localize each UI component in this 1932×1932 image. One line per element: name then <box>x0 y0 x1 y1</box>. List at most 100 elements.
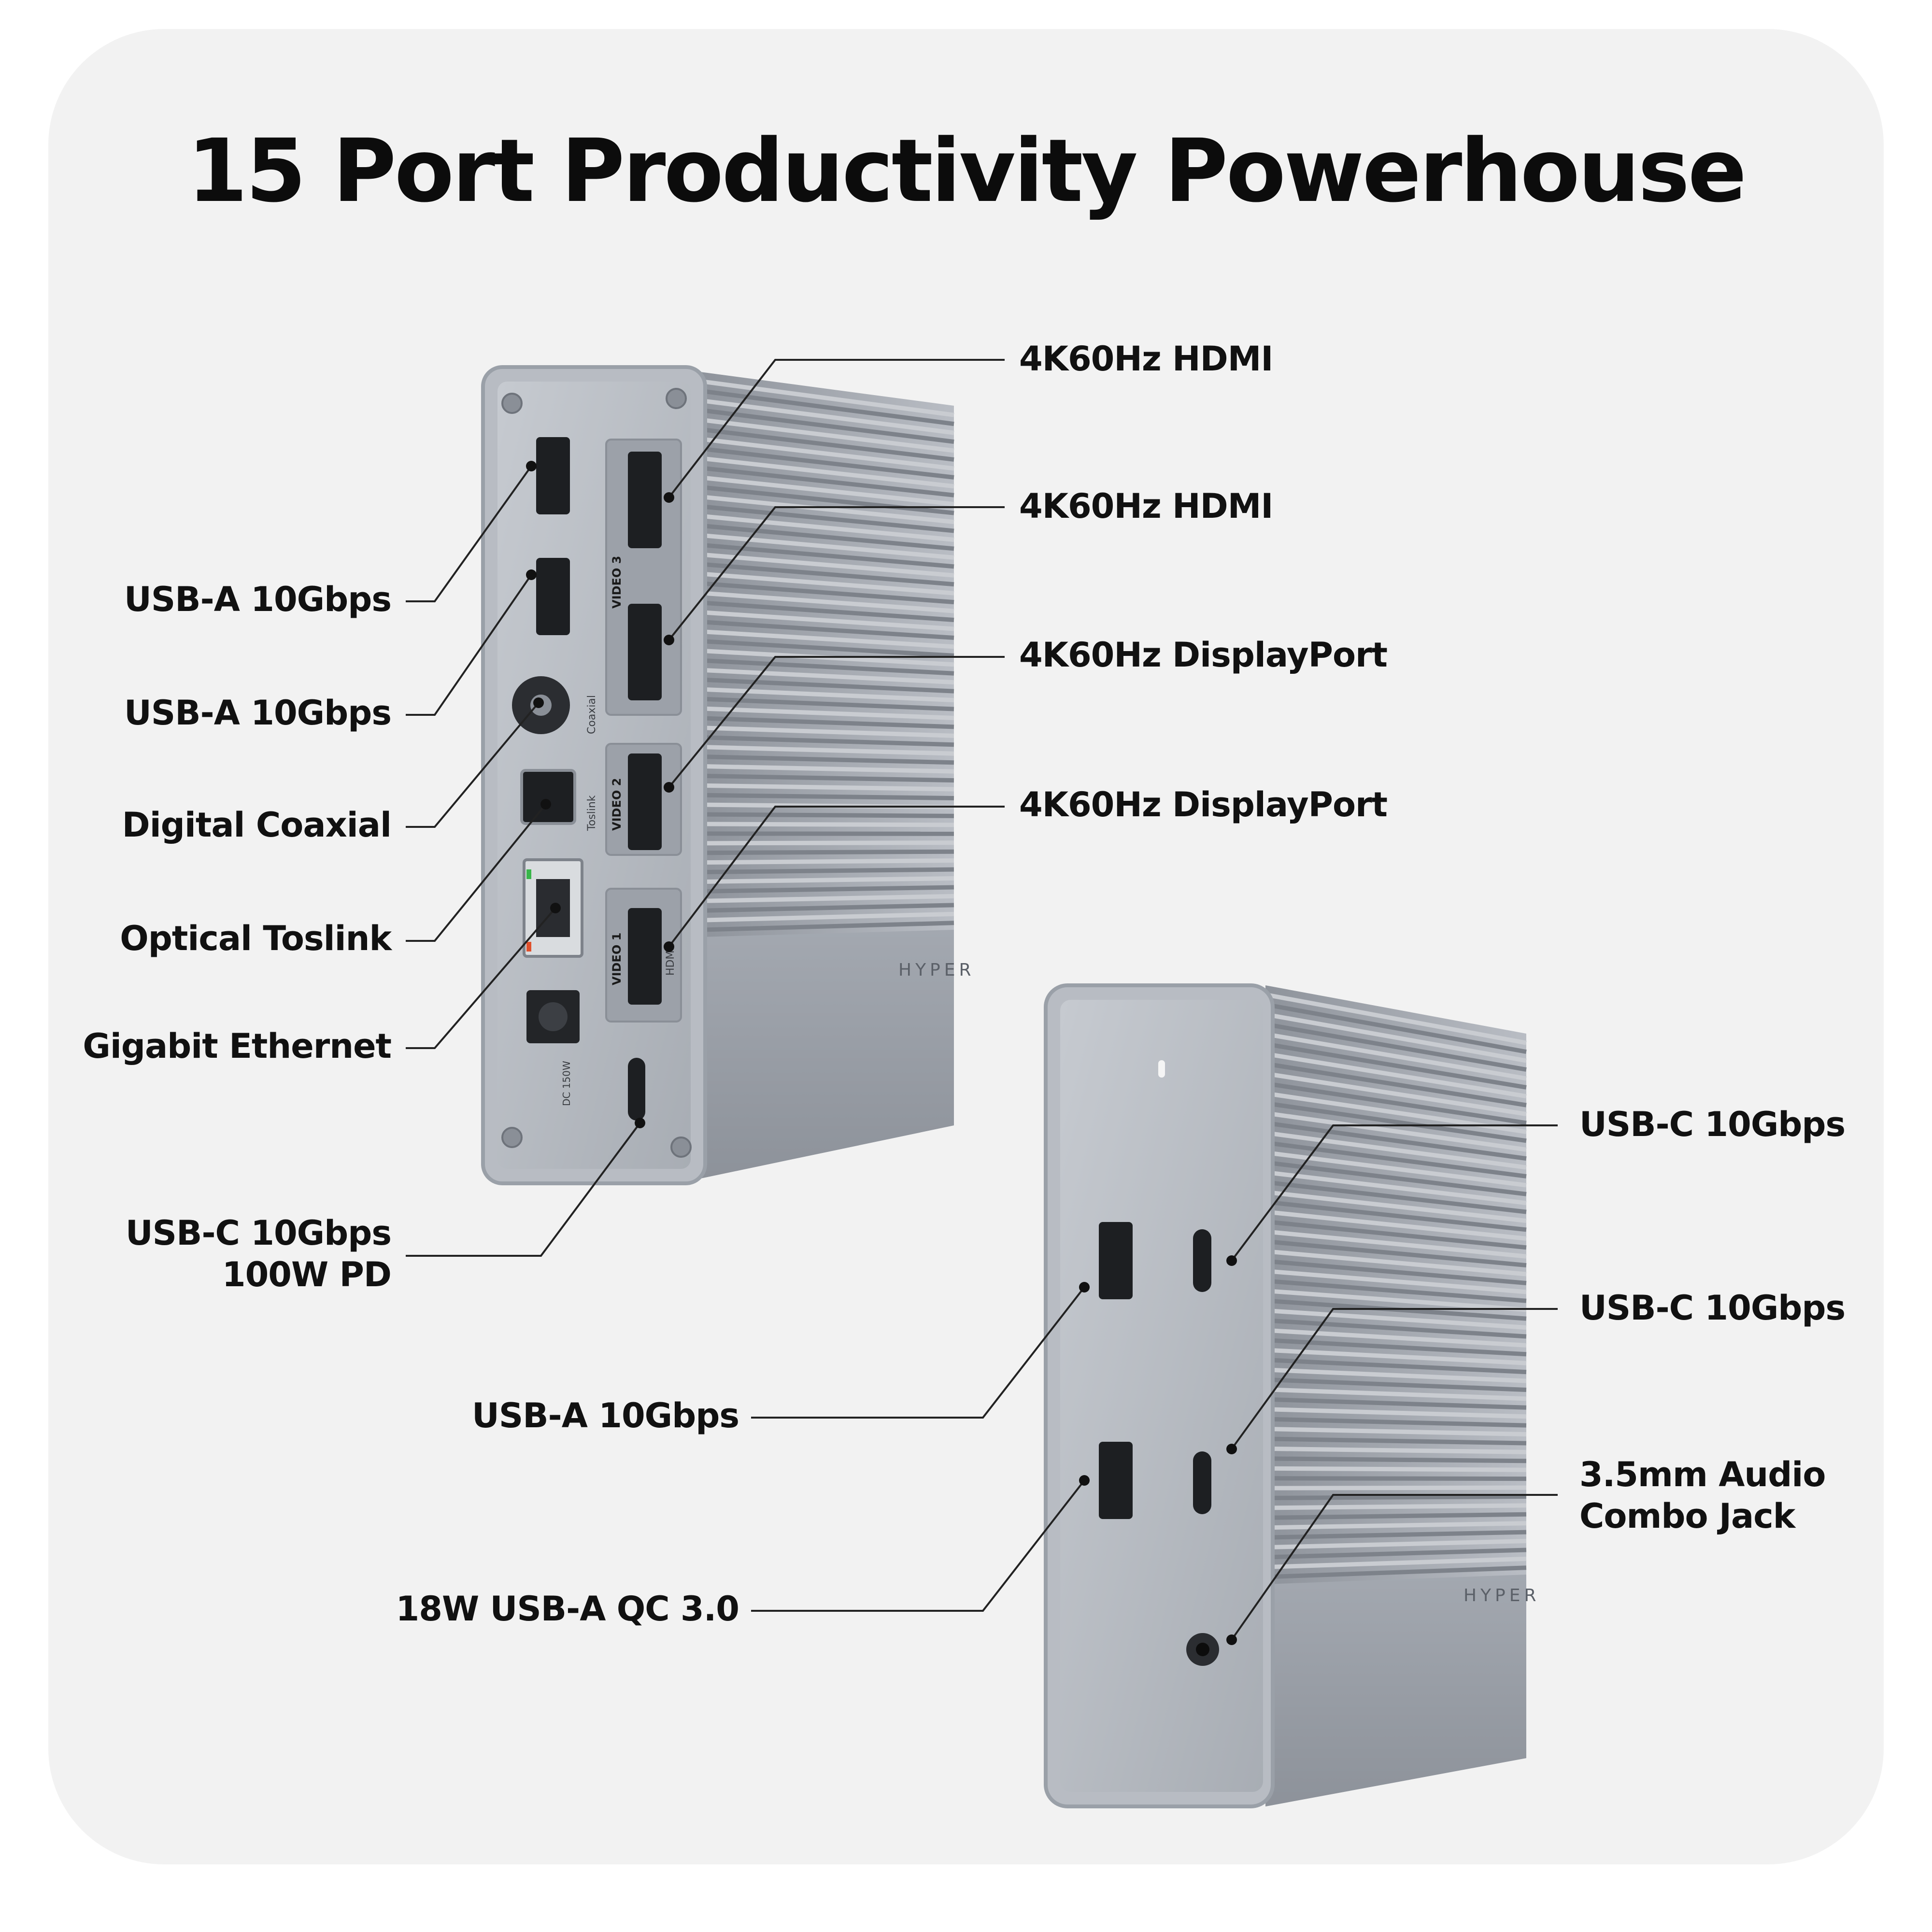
callout-rear-coaxial: Digital Coaxial <box>122 805 392 845</box>
heatsink-fin <box>702 418 954 453</box>
leader-rear-hdmi-1 <box>668 359 1005 498</box>
heatsink-fin <box>702 754 954 765</box>
heatsink-fin <box>1267 1466 1527 1472</box>
heatsink-fin <box>702 677 954 694</box>
heatsink-fin <box>702 629 954 649</box>
callout-rear-usb-a-1: USB-A 10Gbps <box>124 580 392 619</box>
usb-a-port-icon <box>1099 1222 1133 1299</box>
screw-icon <box>501 393 523 414</box>
heatsink-fin <box>1267 1062 1527 1108</box>
heatsink-fin <box>702 475 954 507</box>
heatsink-fin <box>702 894 954 903</box>
heatsink-fin <box>702 552 954 578</box>
heatsink-fin <box>1267 1417 1527 1428</box>
panel-marking-video2: VIDEO 2 <box>610 778 624 831</box>
heatsink-fin <box>1267 993 1527 1045</box>
heatsink-fin <box>1267 1220 1527 1250</box>
heatsink-fin <box>702 867 954 875</box>
usb-a-port-icon <box>536 437 570 514</box>
heatsink-fin <box>1267 1348 1527 1365</box>
leader-rear-ethernet <box>406 907 556 1049</box>
callout-front-usb-a: USB-A 10Gbps <box>472 1396 739 1435</box>
callout-rear-hdmi-2: 4K60Hz HDMI <box>1019 486 1273 526</box>
heatsink-fin <box>1267 1259 1527 1285</box>
heatsink-fin <box>702 639 954 658</box>
leader-front-usb-a-qc <box>751 1479 1085 1612</box>
heatsink-fin <box>702 921 954 932</box>
heatsink-fin <box>1267 1446 1527 1454</box>
heatsink-fin <box>1267 1081 1527 1125</box>
heatsink-fin <box>702 398 954 435</box>
heatsink-fin <box>702 514 954 542</box>
rear-dock: HYPER VIDEO 3 VIDEO 2 VIDEO 1 Coaxial To… <box>481 365 971 1185</box>
leader-lines <box>406 359 1558 1641</box>
status-light-icon <box>1158 1060 1165 1078</box>
front-dock: HYPER <box>1044 983 1536 1808</box>
heatsink-fin <box>702 562 954 587</box>
heatsink-fin <box>702 610 954 631</box>
heatsink-fin <box>702 849 954 855</box>
heatsink-fin <box>1267 1387 1527 1401</box>
screw-icon <box>666 388 687 409</box>
heatsink-fin <box>1267 1003 1527 1054</box>
heatsink-fin <box>702 858 954 865</box>
heatsink-fin <box>702 485 954 515</box>
heatsink-fin <box>1267 1249 1527 1277</box>
leader-rear-hdmi-2 <box>668 506 1005 641</box>
heatsink-fin <box>702 764 954 774</box>
heatsink-fin <box>702 543 954 569</box>
heatsink-fin <box>1267 1032 1527 1081</box>
heatsink-fin <box>702 668 954 685</box>
heatsink-fin <box>1267 1308 1527 1330</box>
heatsink-fin <box>702 725 954 738</box>
panel-marking-dc: DC 150W <box>561 1061 572 1106</box>
leader-rear-coaxial <box>406 702 540 828</box>
heatsink-fin <box>1267 1367 1527 1383</box>
callout-line: Combo Jack <box>1579 1496 1795 1536</box>
screw-icon <box>501 1127 523 1148</box>
heatsink-fin <box>1267 1012 1527 1063</box>
heatsink-fin <box>1267 1436 1527 1446</box>
heatsink-fin <box>702 812 954 818</box>
background-card <box>48 29 1884 1864</box>
usb-c-port-icon <box>628 1058 645 1121</box>
heatsink-fin <box>702 716 954 729</box>
callout-rear-usb-c-pd: USB-C 10Gbps 100W PD <box>126 1212 392 1295</box>
heatsink-fin <box>702 504 954 533</box>
screw-icon <box>670 1136 692 1158</box>
heatsink-fin <box>1267 1140 1527 1179</box>
heatsink-fin <box>1267 1072 1527 1116</box>
heatsink-fin <box>1267 1456 1527 1463</box>
front-dock-fins <box>1267 993 1527 1579</box>
front-dock-panel <box>1060 1000 1263 1792</box>
panel-marking-coaxial: Coaxial <box>586 695 598 734</box>
usb-c-port-icon <box>1193 1229 1211 1292</box>
callout-rear-hdmi-1: 4K60Hz HDMI <box>1019 339 1273 379</box>
leader-front-usb-c-2 <box>1231 1308 1558 1450</box>
leader-rear-usb-a-1 <box>406 465 532 602</box>
heatsink-fin <box>1267 1318 1527 1339</box>
leader-rear-usb-a-2 <box>406 574 532 716</box>
heatsink-fin <box>702 876 954 884</box>
heatsink-fin <box>702 696 954 711</box>
leader-front-usb-c-1 <box>1231 1124 1558 1262</box>
usb-a-port-icon <box>536 558 570 635</box>
callout-rear-usb-a-2: USB-A 10Gbps <box>124 693 392 733</box>
leader-front-usb-a <box>751 1286 1085 1419</box>
heatsink-fin <box>702 466 954 497</box>
heatsink-fin <box>702 745 954 756</box>
rear-dock-fins <box>702 379 954 932</box>
heatsink-fin <box>702 571 954 596</box>
leader-rear-dp-2 <box>668 806 1005 948</box>
heatsink-fin <box>1267 1052 1527 1099</box>
heatsink-fin <box>1267 1427 1527 1437</box>
heatsink-fin <box>1267 1494 1527 1500</box>
leader-rear-dp-1 <box>668 656 1005 788</box>
heatsink-fin <box>702 687 954 703</box>
video3-recess <box>605 439 682 716</box>
heatsink-fin <box>1267 1180 1527 1214</box>
heatsink-fin <box>1267 1358 1527 1375</box>
heatsink-fin <box>1267 1512 1527 1520</box>
heatsink-fin <box>1267 1170 1527 1206</box>
